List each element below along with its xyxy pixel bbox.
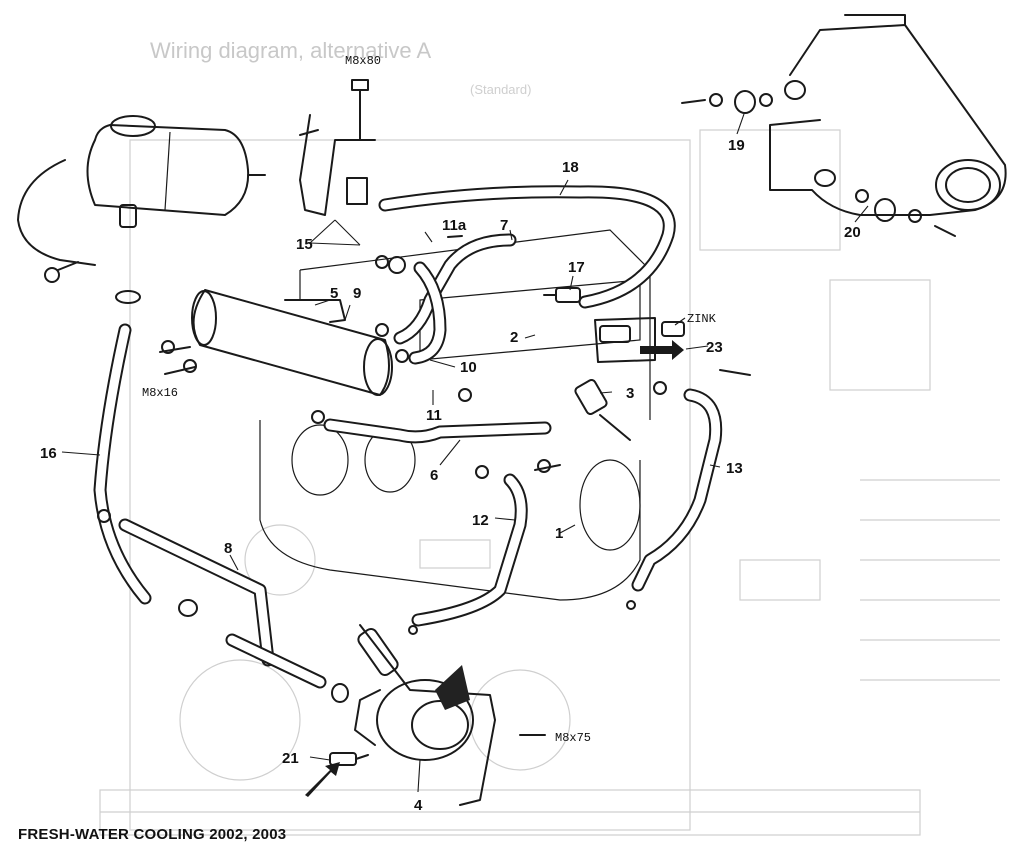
label-19: 19 [728, 137, 745, 154]
label-11a: 11a [442, 217, 467, 234]
bolt-spec-top: M8x80 [345, 54, 381, 68]
zinc-label: ZINK [687, 312, 717, 326]
label-17: 17 [568, 259, 585, 276]
thermostat-housing [594, 317, 685, 363]
hose-18 [378, 185, 676, 309]
label-7: 7 [500, 217, 508, 234]
ghost-title: Wiring diagram, alternative A [150, 38, 432, 63]
hose-16 [93, 323, 152, 605]
hose-6 [323, 418, 552, 444]
label-3: 3 [626, 385, 634, 402]
hose-12 [411, 473, 528, 627]
tank-strap [17, 159, 96, 266]
spec-labels: M8x16 M8x75 ZINK [142, 312, 717, 745]
label-5: 5 [330, 285, 338, 302]
flow-arrow [305, 762, 340, 797]
figure-caption: FRESH-WATER COOLING 2002, 2003 [18, 826, 287, 843]
drain-fitting-21 [305, 752, 369, 797]
label-9: 9 [353, 285, 361, 302]
label-18: 18 [562, 159, 579, 176]
small-fittings [97, 255, 667, 703]
fasteners-19 [681, 90, 773, 114]
bolt-spec-pump: M8x75 [555, 731, 591, 745]
label-16: 16 [40, 445, 57, 462]
ghost-subtitle: (Standard) [470, 82, 531, 97]
engine-block [259, 229, 651, 601]
hose-10 [408, 261, 447, 365]
bolts [159, 235, 751, 736]
label-21: 21 [282, 750, 299, 767]
label-12: 12 [472, 512, 489, 529]
direction-arrow [640, 340, 684, 360]
hose-13 [631, 388, 723, 592]
label-6: 6 [430, 467, 438, 484]
leader-lines [61, 113, 869, 793]
label-4: 4 [414, 797, 423, 814]
part-number-labels: 1 2 3 4 5 6 7 8 9 10 11 11a 12 13 15 16 … [40, 137, 861, 814]
mounting-bracket [299, 79, 376, 216]
label-10: 10 [460, 359, 477, 376]
label-1: 1 [555, 525, 563, 542]
label-8: 8 [224, 540, 232, 557]
pipe-8 [118, 518, 327, 689]
expansion-tank [86, 115, 266, 228]
bolt-spec-left: M8x16 [142, 386, 178, 400]
circulation-pump-4 [354, 624, 496, 806]
label-2: 2 [510, 329, 518, 346]
label-20: 20 [844, 224, 861, 241]
background-bleed-through: Wiring diagram, alternative A (Standard) [99, 38, 1000, 836]
label-15: 15 [296, 236, 313, 253]
fasteners-20 [855, 189, 956, 237]
exhaust-elbow [769, 14, 1007, 216]
hose-7 [393, 233, 517, 345]
label-13: 13 [726, 460, 743, 477]
temperature-sensor-17 [543, 287, 581, 303]
label-23: 23 [706, 339, 723, 356]
strap-bolt [44, 261, 79, 283]
heat-exchanger [191, 289, 393, 396]
sensor-3 [574, 378, 631, 441]
label-11: 11 [426, 407, 442, 424]
bracket-5 [284, 299, 346, 323]
